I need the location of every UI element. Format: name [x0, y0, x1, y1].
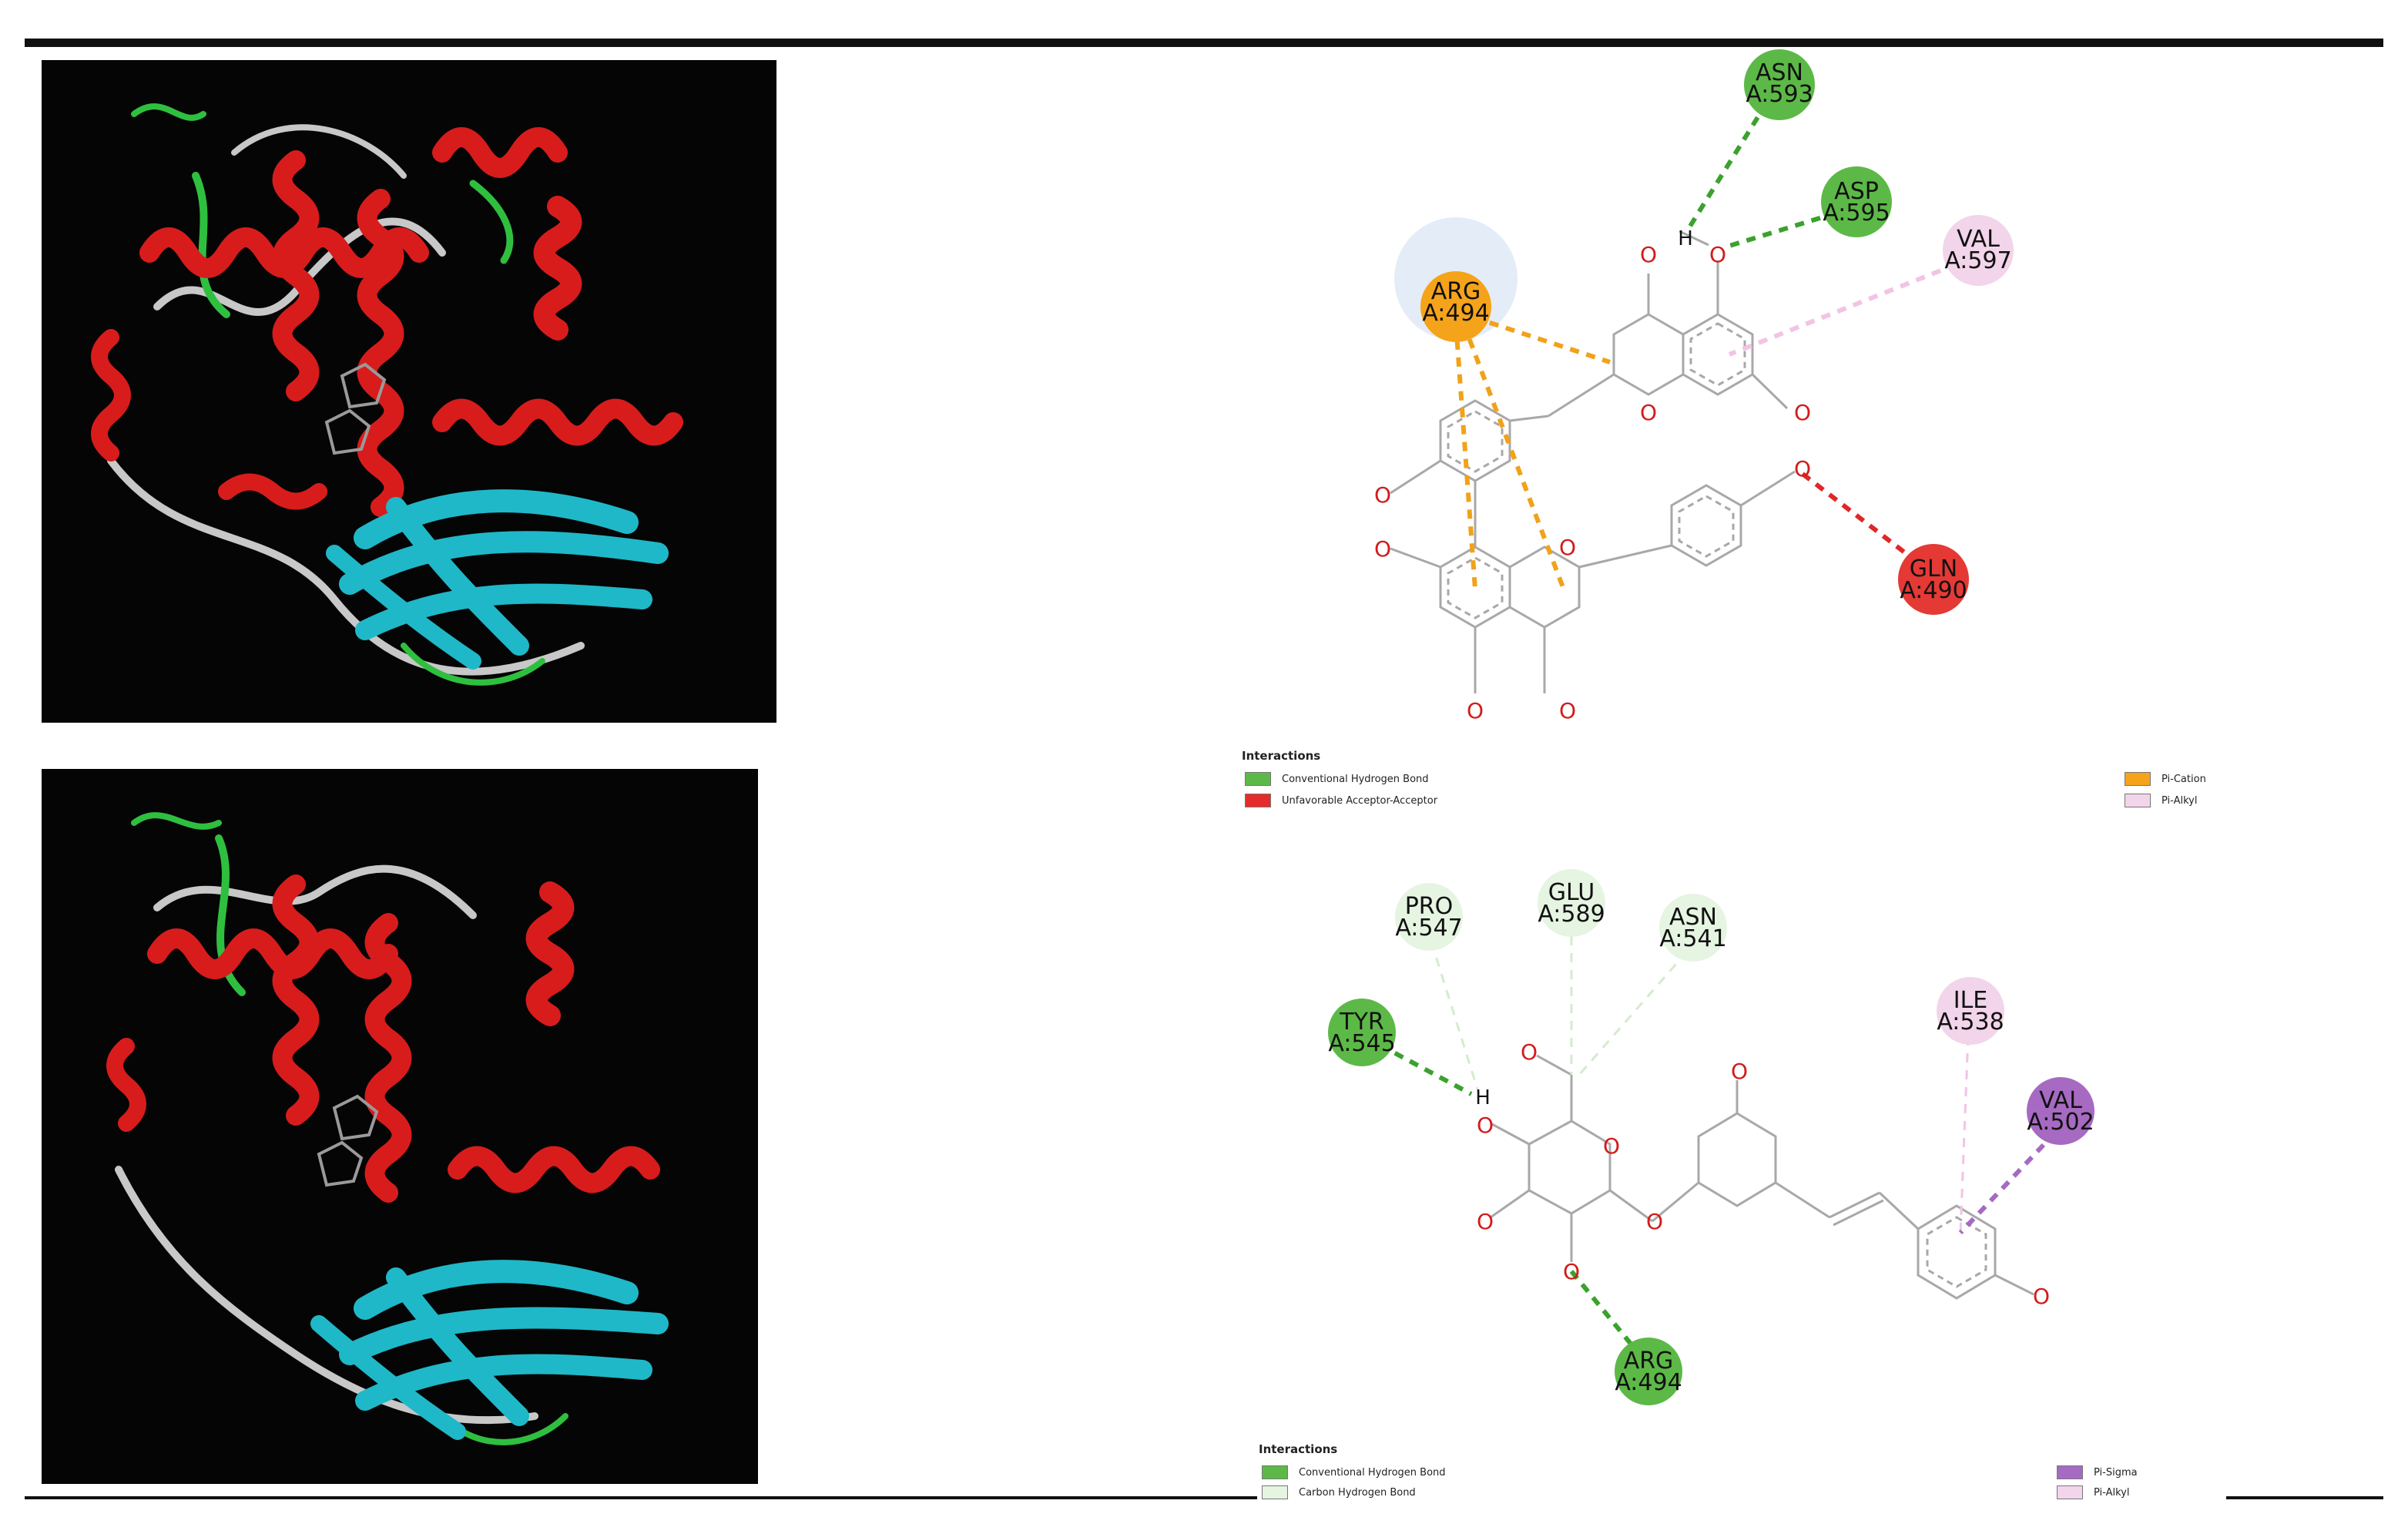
- residue-arg494[interactable]: ARG A:494: [1420, 271, 1491, 342]
- svg-text:O: O: [1374, 536, 1391, 562]
- svg-text:O: O: [1563, 1259, 1580, 1284]
- top-legend-item-pi-cation: Pi-Cation: [2125, 772, 2206, 786]
- svg-text:A:593: A:593: [1746, 81, 1813, 108]
- svg-text:ASN: ASN: [1756, 59, 1803, 86]
- svg-text:O: O: [1794, 400, 1811, 425]
- bottom-interaction-diagram: O O O O O O O O H PRO A:547 GLU A:589 AS…: [1328, 869, 2094, 1405]
- residue-asn541[interactable]: ASN A:541: [1659, 894, 1727, 962]
- bottom-atom-labels: O O O O O O O O H: [1475, 1039, 2050, 1309]
- bottom-rule-right: [2226, 1496, 2383, 1499]
- residue-ile538[interactable]: ILE A:538: [1937, 977, 2004, 1045]
- svg-text:H: H: [1678, 227, 1693, 250]
- svg-text:A:502: A:502: [2027, 1109, 2094, 1136]
- protein-3d-render-top: [42, 60, 776, 723]
- svg-text:O: O: [1374, 482, 1391, 508]
- top-legend-item-hbond: Conventional Hydrogen Bond: [1245, 772, 1429, 786]
- bottom-legend-item-hbond: Conventional Hydrogen Bond: [1262, 1465, 1446, 1479]
- bottom-legend-item-pi-alkyl: Pi-Alkyl: [2057, 1485, 2129, 1499]
- svg-text:O: O: [1603, 1133, 1620, 1159]
- svg-text:O: O: [1709, 242, 1726, 267]
- svg-text:A:545: A:545: [1328, 1030, 1395, 1057]
- svg-text:A:597: A:597: [1944, 247, 2011, 274]
- svg-text:O: O: [1731, 1059, 1748, 1084]
- legend-swatch: [1245, 772, 1271, 786]
- svg-text:A:541: A:541: [1659, 925, 1726, 952]
- residue-asn593[interactable]: ASN A:593: [1744, 49, 1815, 120]
- svg-text:ARG: ARG: [1624, 1348, 1674, 1375]
- svg-text:O: O: [1477, 1209, 1494, 1234]
- residue-pro547[interactable]: PRO A:547: [1395, 883, 1463, 951]
- svg-text:O: O: [1646, 1209, 1663, 1234]
- svg-text:A:589: A:589: [1538, 901, 1605, 928]
- svg-text:VAL: VAL: [2039, 1087, 2082, 1114]
- svg-text:O: O: [1467, 698, 1484, 723]
- legend-swatch: [1262, 1485, 1288, 1499]
- residue-glu589[interactable]: GLU A:589: [1538, 869, 1605, 937]
- svg-text:GLN: GLN: [1910, 556, 1957, 582]
- svg-text:A:494: A:494: [1615, 1369, 1682, 1396]
- top-legend-title: Interactions: [1242, 749, 1321, 763]
- svg-text:A:490: A:490: [1900, 577, 1967, 604]
- svg-text:ASN: ASN: [1669, 904, 1717, 931]
- top-rule: [25, 39, 2383, 47]
- protein-3d-render-bottom: [42, 769, 758, 1484]
- svg-text:O: O: [1640, 242, 1657, 267]
- svg-text:O: O: [1559, 535, 1576, 560]
- legend-swatch: [2125, 794, 2151, 807]
- bottom-legend: Interactions Conventional Hydrogen Bond …: [1259, 1442, 2229, 1502]
- legend-swatch: [1245, 794, 1271, 807]
- bottom-rule-left: [25, 1496, 1257, 1499]
- svg-text:TYR: TYR: [1339, 1009, 1384, 1036]
- top-legend: Interactions Conventional Hydrogen Bond …: [1242, 749, 2243, 818]
- svg-text:O: O: [1794, 456, 1811, 482]
- svg-text:O: O: [1640, 400, 1657, 425]
- svg-text:O: O: [1521, 1039, 1538, 1065]
- legend-swatch: [2057, 1485, 2083, 1499]
- residue-val502[interactable]: VAL A:502: [2027, 1077, 2094, 1145]
- svg-text:A:494: A:494: [1422, 300, 1489, 327]
- residue-val597[interactable]: VAL A:597: [1943, 215, 2014, 286]
- residue-gln490[interactable]: GLN A:490: [1898, 544, 1969, 615]
- residue-asp595[interactable]: ASP A:595: [1821, 166, 1892, 237]
- svg-text:ILE: ILE: [1954, 987, 1988, 1014]
- bottom-legend-item-carbon-hbond: Carbon Hydrogen Bond: [1262, 1485, 1416, 1499]
- legend-swatch: [1262, 1465, 1288, 1479]
- residue-tyr545[interactable]: TYR A:545: [1328, 999, 1396, 1066]
- svg-text:H: H: [1475, 1086, 1491, 1109]
- top-legend-item-unfavorable: Unfavorable Acceptor-Acceptor: [1245, 794, 1437, 807]
- top-legend-item-pi-alkyl: Pi-Alkyl: [2125, 794, 2197, 807]
- legend-swatch: [2057, 1465, 2083, 1479]
- svg-text:A:538: A:538: [1937, 1009, 2004, 1036]
- legend-swatch: [2125, 772, 2151, 786]
- svg-text:O: O: [1559, 698, 1576, 723]
- svg-text:ASP: ASP: [1834, 178, 1879, 205]
- svg-text:A:595: A:595: [1823, 200, 1890, 227]
- svg-text:PRO: PRO: [1405, 893, 1454, 920]
- svg-text:ARG: ARG: [1431, 278, 1481, 305]
- top-interaction-diagram: O O O O O O O O O O H ASN A:593 ASP A:59…: [1374, 49, 2014, 723]
- svg-text:GLU: GLU: [1548, 879, 1595, 906]
- residue-arg494-bottom[interactable]: ARG A:494: [1615, 1338, 1682, 1405]
- bottom-legend-item-pi-sigma: Pi-Sigma: [2057, 1465, 2138, 1479]
- svg-text:A:547: A:547: [1395, 915, 1462, 942]
- svg-text:VAL: VAL: [1957, 226, 2000, 253]
- svg-text:O: O: [2033, 1284, 2050, 1309]
- bottom-legend-title: Interactions: [1259, 1442, 1338, 1456]
- svg-text:O: O: [1477, 1113, 1494, 1138]
